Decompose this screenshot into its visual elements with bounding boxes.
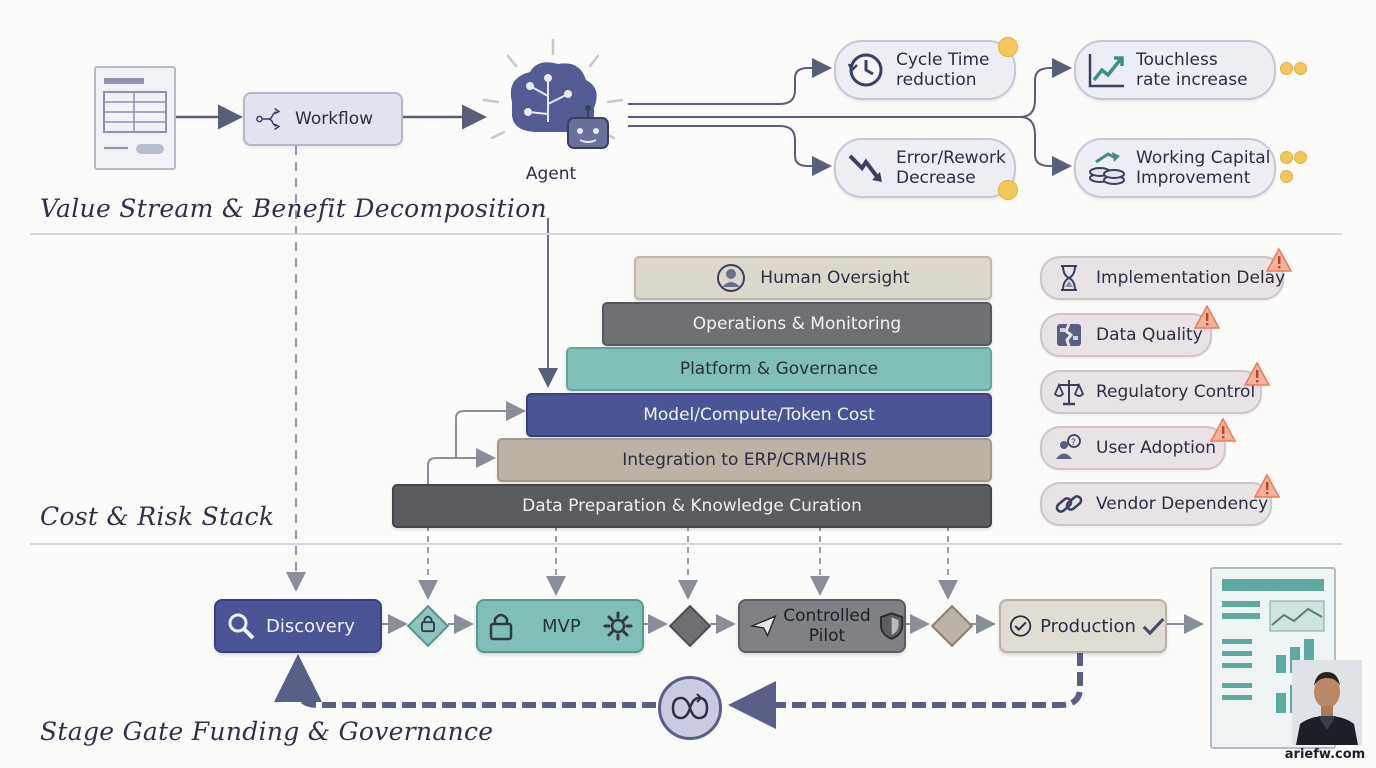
trend-down-icon [848,154,882,182]
risk-label: Regulatory Control [1096,382,1256,402]
layer-label: Integration to ERP/CRM/HRIS [622,450,867,470]
risk-label: User Adoption [1096,438,1217,458]
benefit-line1: Cycle Time [896,50,990,70]
branch-icon [256,107,281,131]
benefit-dot [998,37,1018,57]
section-divider [30,543,1342,545]
benefit-dot [1294,62,1307,75]
avatar [1292,660,1362,745]
cost-risk-title: Cost & Risk Stack [40,502,275,531]
stage-label: Controlled [783,606,871,626]
stage-label: Production [1040,615,1136,637]
warning-icon [1244,362,1270,386]
stage-gate-title: Stage Gate Funding & Governance [40,717,494,746]
benefit-line1: Touchless [1136,50,1218,70]
risk-label: Implementation Delay [1096,268,1286,288]
layer-operations-monitoring: Operations & Monitoring [602,302,992,346]
svg-text:?: ? [1071,438,1076,448]
benefit-dot [1280,151,1293,164]
gate-lock [406,604,450,648]
layer-model-compute-token: Model/Compute/Token Cost [526,393,992,437]
shield-icon [879,612,904,640]
layer-platform-governance: Platform & Governance [566,347,992,391]
agent-label: Agent [525,164,577,184]
benefit-dot [1294,151,1307,164]
warning-icon [1266,248,1292,272]
risk-label: Vendor Dependency [1096,494,1269,514]
agent-node[interactable] [478,38,628,188]
risk-vendor-dependency: Vendor Dependency [1040,482,1272,526]
check-icon [1142,617,1165,636]
gate-diamond [668,604,712,648]
stage-discovery[interactable]: Discovery [214,599,382,653]
benefit-dot [1280,62,1293,75]
person-icon [717,264,746,292]
site-credit: ariefw.com [1284,747,1366,762]
layer-label: Operations & Monitoring [692,314,902,334]
benefit-line2: Decrease [896,168,976,188]
broken-data-icon [1057,323,1081,347]
risk-label: Data Quality [1096,325,1203,345]
benefit-line2: Improvement [1136,168,1251,188]
stage-label: Discovery [266,615,355,637]
workflow-label: Workflow [295,109,374,129]
lock-icon [421,615,435,633]
layer-label: Human Oversight [760,268,910,288]
search-icon [228,613,255,640]
value-stream-title: Value Stream & Benefit Decomposition [40,194,547,223]
benefit-line1: Error/Rework [896,148,1006,168]
workflow-node[interactable]: Workflow [243,92,403,146]
loop-node[interactable] [658,676,722,740]
warning-icon [1194,305,1220,329]
clock-icon [847,53,883,87]
stage-label: Pilot [808,626,846,646]
chart-up-icon [1088,54,1124,88]
risk-implementation-delay: Implementation Delay [1040,256,1286,300]
benefit-dot [1280,170,1293,183]
warning-icon [1210,418,1236,442]
layer-integration: Integration to ERP/CRM/HRIS [497,438,992,482]
chain-link-icon [1055,495,1083,513]
lock-icon [489,613,513,641]
scales-icon [1054,380,1084,406]
layer-label: Model/Compute/Token Cost [643,405,875,425]
stage-mvp[interactable]: MVP [476,599,644,653]
benefit-line2: reduction [896,70,977,90]
stage-label: MVP [542,615,581,637]
check-circle-icon [1009,615,1032,637]
infinity-loop-icon [671,693,709,720]
risk-data-quality: Data Quality [1040,313,1212,357]
benefit-line1: Working Capital [1136,148,1271,168]
hourglass-icon [1061,265,1077,291]
stage-production[interactable]: Production [999,599,1167,653]
layer-human-oversight: Human Oversight [634,256,992,300]
section-divider [30,233,1342,235]
layer-label: Platform & Governance [679,359,879,379]
brain-robot-icon [482,38,624,149]
layer-data-preparation: Data Preparation & Knowledge Curation [392,484,992,528]
gate-diamond [930,604,974,648]
users-question-icon: ? [1056,434,1081,459]
benefit-line2: rate increase [1136,70,1248,90]
coins-icon [1089,152,1125,185]
benefit-dot [998,180,1018,200]
document-icon [94,66,176,170]
paper-plane-icon [750,614,777,638]
layer-label: Data Preparation & Knowledge Curation [522,496,862,516]
gear-icon [603,611,633,641]
risk-regulatory-control: Regulatory Control [1040,370,1262,414]
warning-icon [1254,474,1280,498]
risk-user-adoption: ? User Adoption [1040,426,1226,470]
